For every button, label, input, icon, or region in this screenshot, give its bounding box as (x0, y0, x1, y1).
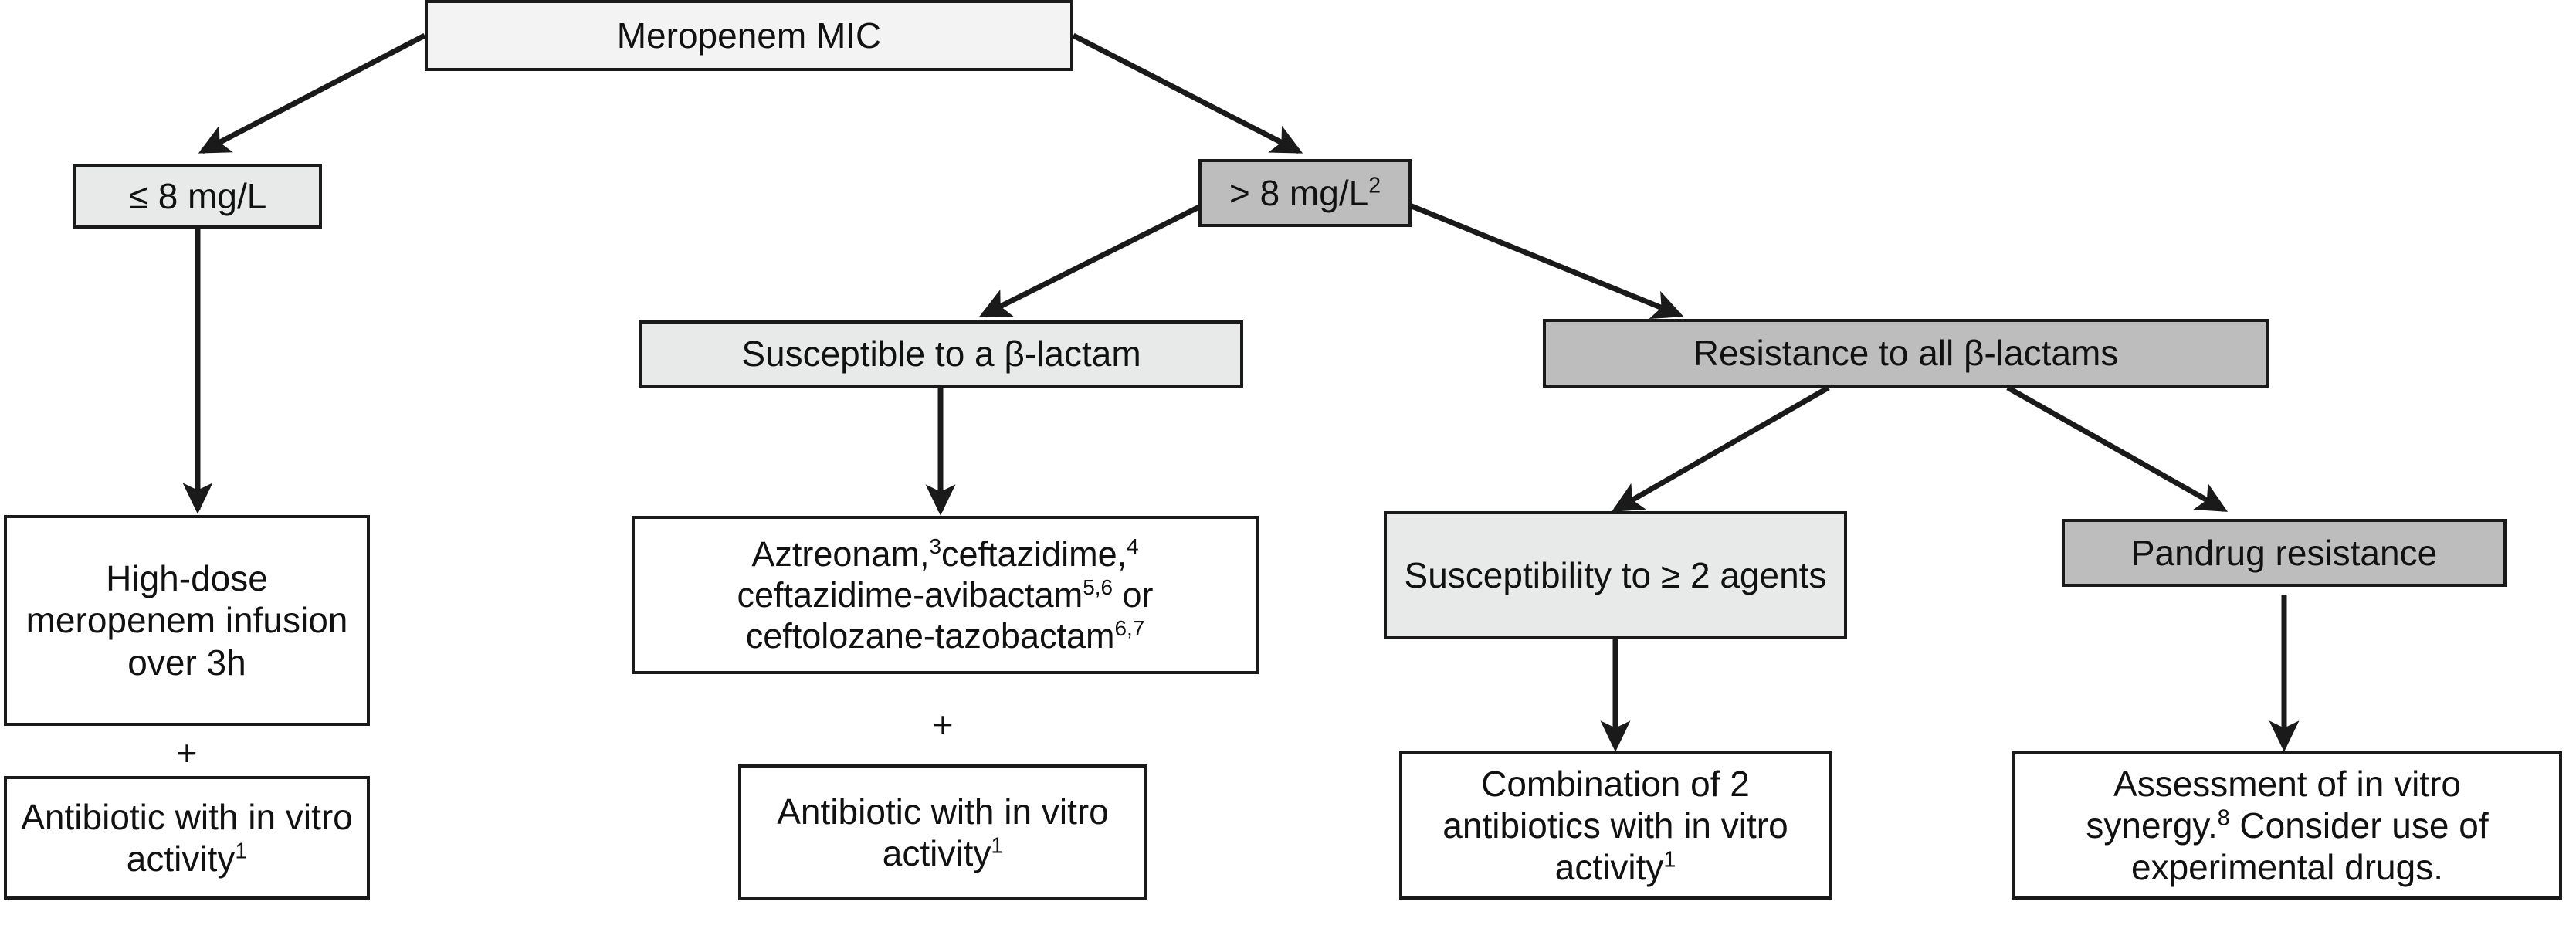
node-combination-text: Combination of 2 antibiotics with in vit… (1442, 763, 1788, 888)
node-high-dose-meropenem-label: High-dose meropenem infusion over 3h (25, 558, 348, 683)
assessment-sup-8: 8 (2217, 805, 2230, 831)
node-drug-options[interactable]: Aztreonam,3ceftazidime,4 ceftazidime-avib… (632, 516, 1259, 674)
drug-options-sup-56: 5,6 (1083, 574, 1113, 599)
node-drug-options-label: Aztreonam,3ceftazidime,4 ceftazidime-avib… (642, 534, 1248, 656)
assessment-line-2a: synergy. (2086, 805, 2218, 846)
drug-options-line-2: ceftazidime-avibactam (737, 574, 1083, 615)
drug-options-sup-67: 6,7 (1114, 616, 1145, 641)
node-middle-antibiotic-superscript: 1 (991, 833, 1004, 859)
node-resistance-to-all-beta-lactams[interactable]: Resistance to all β-lactams (1543, 319, 2269, 388)
node-pandrug-resistance[interactable]: Pandrug resistance (2062, 519, 2507, 587)
node-left-antibiotic-in-vitro[interactable]: Antibiotic with in vitro activity1 (4, 776, 370, 900)
assessment-line-1: Assessment of in vitro (2113, 763, 2461, 804)
node-combination-label: Combination of 2 antibiotics with in vit… (1410, 763, 1821, 889)
node-left-antibiotic-text: Antibiotic with in vitro activity (21, 796, 353, 879)
drug-options-line-1: Aztreonam, (751, 534, 930, 574)
node-mic-high[interactable]: > 8 mg/L2 (1198, 159, 1412, 227)
node-combination-superscript: 1 (1663, 847, 1676, 873)
node-meropenem-mic-label: Meropenem MIC (616, 15, 882, 56)
node-susceptibility-two-agents-label: Susceptibility to ≥ 2 agents (1404, 554, 1827, 595)
assessment-line-2b: Consider use of (2229, 805, 2489, 846)
node-middle-antibiotic-text: Antibiotic with in vitro activity (777, 791, 1109, 873)
plus-connector-middle: + (932, 704, 954, 744)
assessment-line-3: experimental drugs. (2131, 847, 2443, 888)
node-left-antibiotic-superscript: 1 (235, 839, 248, 864)
edge-resistance-to-pandrug (2006, 385, 2229, 513)
drug-options-sup-3: 3 (929, 534, 941, 558)
node-combination-of-2-antibiotics[interactable]: Combination of 2 antibiotics with in vit… (1399, 751, 1832, 900)
node-resistance-to-all-beta-lactams-label: Resistance to all β-lactams (1693, 333, 2119, 374)
node-susceptibility-two-agents[interactable]: Susceptibility to ≥ 2 agents (1384, 511, 1847, 639)
node-pandrug-resistance-label: Pandrug resistance (2130, 532, 2438, 573)
node-mic-low-label: ≤ 8 mg/L (128, 175, 267, 216)
drug-options-line-2b: or (1112, 574, 1154, 615)
node-middle-antibiotic-in-vitro[interactable]: Antibiotic with in vitro activity1 (738, 764, 1147, 900)
plus-connector-left: + (176, 733, 198, 773)
edge-resistance-to-susceptibility (1611, 385, 1830, 513)
drug-options-line-1b: ceftazidime, (941, 534, 1127, 574)
node-mic-high-superscript: 2 (1368, 173, 1381, 198)
node-susceptible-to-beta-lactam-label: Susceptible to a β-lactam (741, 334, 1141, 374)
edge-mic-high-to-susceptible (978, 196, 1216, 318)
node-meropenem-mic[interactable]: Meropenem MIC (425, 0, 1073, 71)
node-susceptible-to-beta-lactam[interactable]: Susceptible to a β-lactam (639, 320, 1243, 388)
drug-options-line-3: ceftolozane-tazobactam (745, 616, 1115, 656)
edge-root-to-mic-low (198, 32, 426, 154)
node-left-antibiotic-label: Antibiotic with in vitro activity1 (15, 796, 359, 880)
node-mic-low[interactable]: ≤ 8 mg/L (73, 164, 322, 229)
node-mic-high-label: > 8 mg/L2 (1209, 172, 1401, 214)
node-middle-antibiotic-label: Antibiotic with in vitro activity1 (749, 791, 1137, 875)
node-mic-high-text: > 8 mg/L (1229, 172, 1369, 213)
edge-mic-high-to-resistance (1393, 196, 1684, 320)
drug-options-sup-4: 4 (1127, 534, 1139, 558)
node-high-dose-meropenem[interactable]: High-dose meropenem infusion over 3h (4, 515, 370, 726)
edge-root-to-mic-high (1072, 32, 1303, 154)
